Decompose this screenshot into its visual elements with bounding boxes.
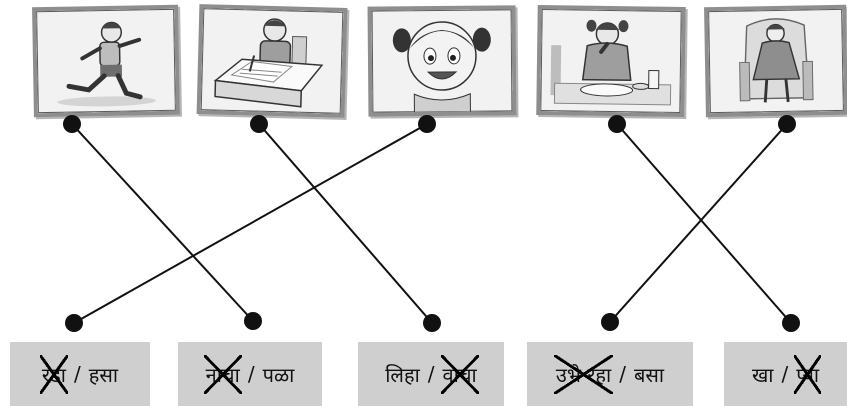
word-dot[interactable] <box>65 314 83 332</box>
word-dot[interactable] <box>782 314 800 332</box>
picture-dot[interactable] <box>63 115 81 133</box>
word-dot[interactable] <box>244 312 262 330</box>
picture-dot[interactable] <box>778 115 796 133</box>
separator: / <box>427 362 435 386</box>
separator: / <box>247 362 255 386</box>
picture-dot[interactable] <box>250 115 268 133</box>
sitting-girl-picture <box>704 4 847 118</box>
kept-word: बसा <box>633 362 665 387</box>
match-line <box>71 123 254 322</box>
word-card-5: खा / प्या <box>724 342 847 406</box>
word-dot[interactable] <box>601 313 619 331</box>
match-line <box>616 123 792 324</box>
separator: / <box>73 362 81 386</box>
match-line <box>609 123 788 323</box>
separator: / <box>619 362 626 386</box>
crossed-word: उभे रहा <box>553 354 614 394</box>
kept-word: खा <box>751 362 774 387</box>
kept-word: हसा <box>88 362 119 387</box>
kept-word: लिहा <box>385 362 420 387</box>
crossed-word: रडा <box>39 354 69 394</box>
picture-dot[interactable] <box>608 115 626 133</box>
match-line <box>258 123 433 324</box>
picture-dot[interactable] <box>418 115 436 133</box>
crossed-word: वाचा <box>440 354 479 394</box>
word-card-2: नाचा / पळा <box>178 342 322 406</box>
writing-boy-picture <box>196 4 348 118</box>
crossed-word: नाचा <box>203 354 243 394</box>
word-card-3: लिहा / वाचा <box>358 342 504 406</box>
smiling-girl-picture <box>367 5 517 117</box>
running-boy-picture <box>32 4 180 118</box>
crossed-word: प्या <box>794 354 821 394</box>
match-line <box>73 123 428 324</box>
eating-girl-picture <box>536 4 686 118</box>
word-card-4: उभे रहा / बसा <box>527 342 693 406</box>
word-card-1: रडा / हसा <box>10 342 150 406</box>
kept-word: पळा <box>262 362 295 387</box>
word-dot[interactable] <box>423 314 441 332</box>
separator: / <box>781 362 789 386</box>
